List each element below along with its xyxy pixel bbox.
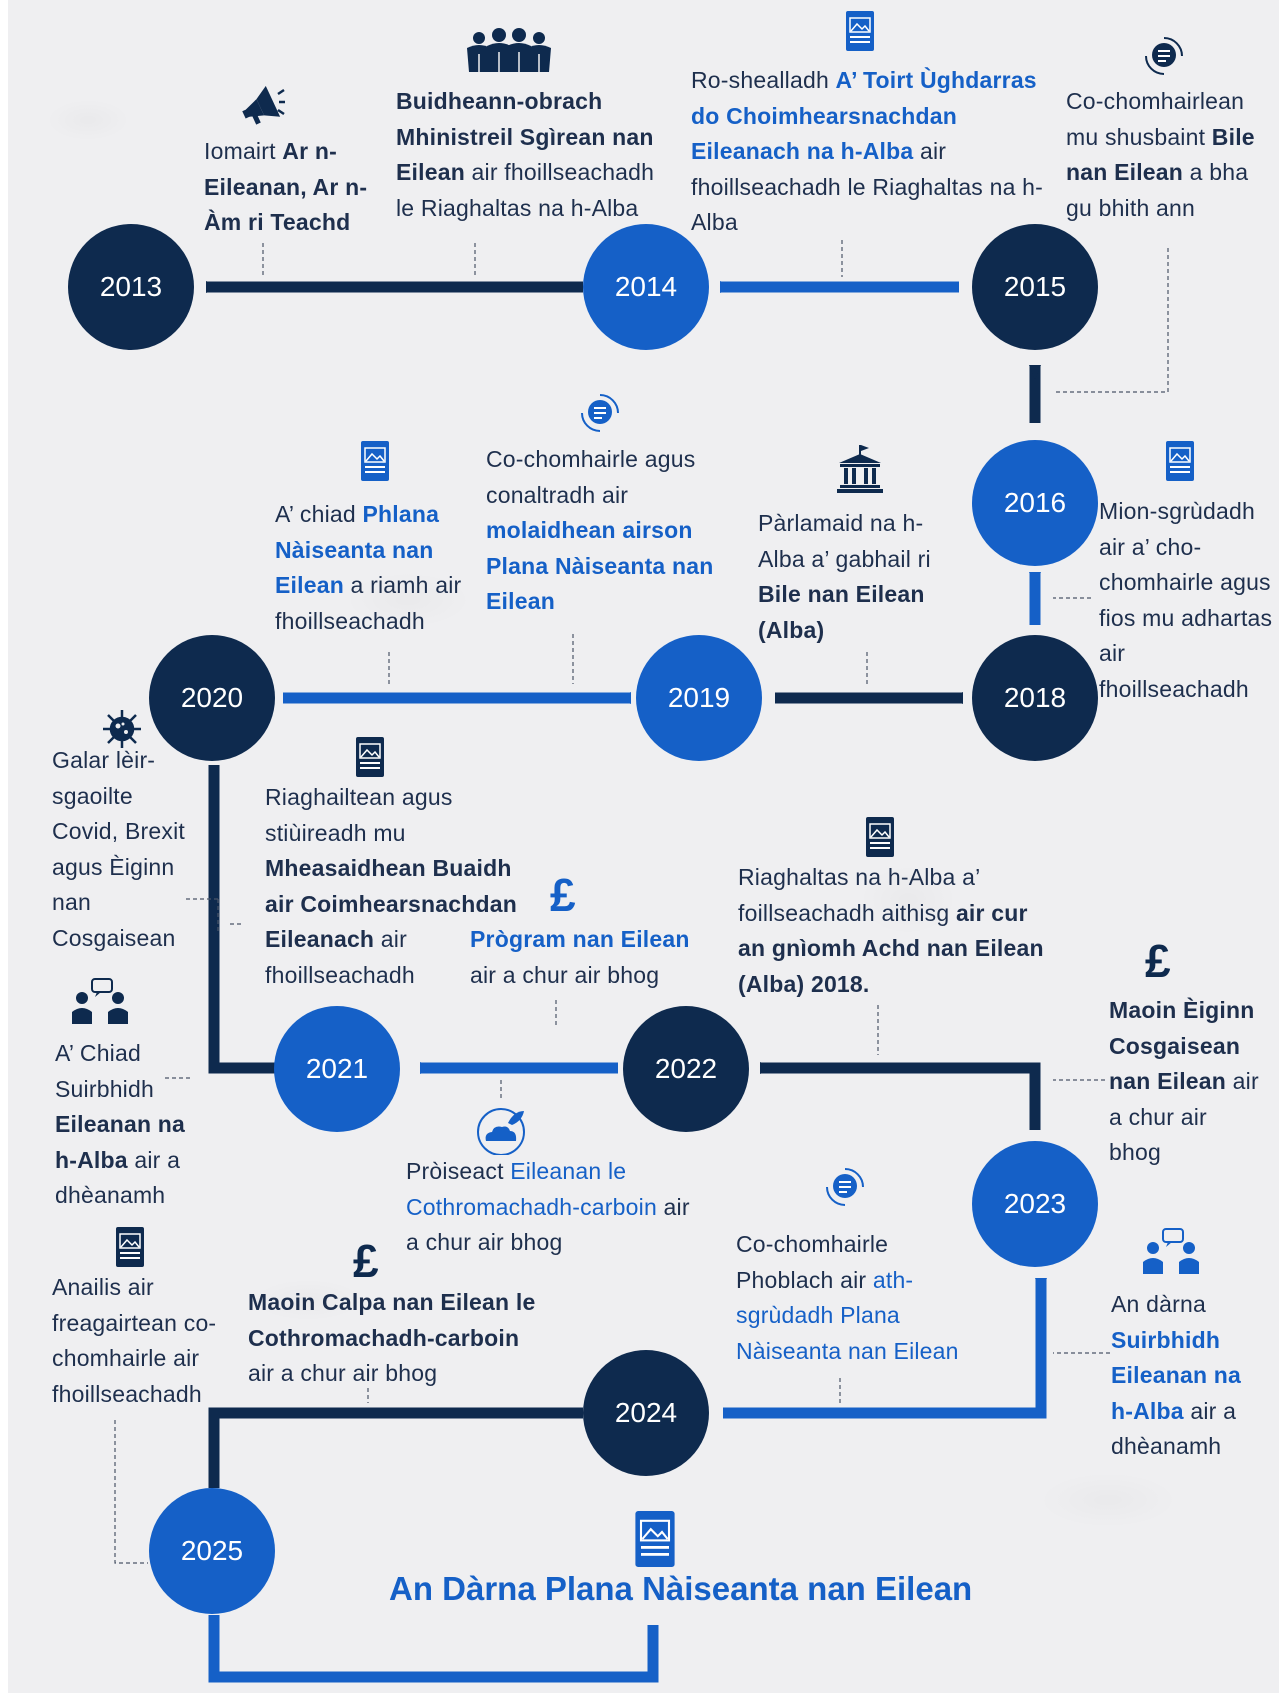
event-2020-first-plan-text: A’ chiad Phlana Nàiseanta nan Eilean a r…: [275, 501, 462, 634]
pound-sign-icon: £: [550, 869, 576, 921]
final-title: An Dàrna Plana Nàiseanta nan Eilean: [389, 1570, 973, 1607]
event-2023-second-survey-text: An dàrna Suirbhidh Eileanan na h-Alba ai…: [1111, 1291, 1242, 1459]
year-node-2013: 2013: [68, 224, 194, 350]
year-node-2019: 2019: [636, 635, 762, 761]
year-label: 2023: [1003, 1188, 1067, 1219]
year-node-2016: 2016: [972, 440, 1098, 566]
document-icon: [635, 1511, 675, 1567]
pound-sign-icon: £: [353, 1235, 379, 1287]
year-label: 2025: [180, 1535, 244, 1566]
document-icon: [356, 737, 384, 777]
year-label: 2019: [667, 682, 731, 713]
year-node-2014: 2014: [583, 224, 709, 350]
consultation-chat-icon: [581, 394, 619, 432]
year-label: 2013: [99, 271, 163, 302]
year-label: 2022: [654, 1053, 718, 1084]
event-2019-text: Co-chomhairle agus conaltradh air molaid…: [486, 446, 714, 614]
consultation-chat-icon: [1145, 37, 1183, 75]
document-icon: [866, 817, 894, 857]
year-node-2015: 2015: [972, 224, 1098, 350]
year-node-2023: 2023: [972, 1141, 1098, 1267]
year-node-2025: 2025: [149, 1488, 275, 1614]
event-2016-text: Mion-sgrùdadh air a’ cho-chomhairle agus…: [1099, 498, 1273, 702]
people-group-icon: [467, 28, 551, 72]
event-2024-analysis-text: Anailis air freagairtean co-chomhairle a…: [52, 1274, 217, 1407]
event-2014-prospectus-text: Ro-shealladh A’ Toirt Ùghdarras do Choim…: [691, 67, 1044, 235]
timeline-connectors: [114, 240, 1169, 1683]
survey-people-icon: [72, 978, 128, 1024]
document-icon: [846, 11, 874, 51]
year-label: 2018: [1003, 682, 1067, 713]
year-node-2024: 2024: [583, 1350, 709, 1476]
event-2018-text: Pàrlamaid na h-Alba a’ gabhail ri Bile n…: [758, 510, 931, 643]
event-2023-cost-crisis-fund-text: Maoin Èiginn Cosgaisean nan Eilean air a…: [1109, 997, 1259, 1165]
event-2022-text: Riaghaltas na h-Alba a’ foillseachadh ai…: [738, 864, 1044, 997]
event-2013-text: Iomairt Ar n-Eileanan, Ar n-Àm ri Teachd: [204, 138, 368, 235]
event-2024-capital-fund-text: Maoin Calpa nan Eilean le Cothromachadh-…: [248, 1289, 536, 1386]
year-label: 2016: [1003, 487, 1067, 518]
event-2024-public-consultation-text: Co-chomhairle Phoblach air ath-sgrùdadh …: [736, 1231, 959, 1364]
document-icon: [361, 441, 389, 481]
megaphone-icon: [242, 86, 285, 125]
pound-sign-icon: £: [1145, 935, 1171, 987]
survey-people-icon: [1143, 1228, 1199, 1274]
document-icon: [1166, 441, 1194, 481]
consultation-chat-icon: [826, 1168, 864, 1206]
event-2021-islands-programme-text: Prògram nan Eilean air a chur air bhog: [470, 926, 690, 988]
year-node-2018: 2018: [972, 635, 1098, 761]
year-label: 2014: [614, 271, 678, 302]
year-label: 2020: [180, 682, 244, 713]
event-2014-working-group-text: Buidheann-obrach Mhinistreil Sgìrean nan…: [396, 88, 655, 221]
event-2021-survey-text: A’ Chiad Suirbhidh Eileanan na h-Alba ai…: [55, 1040, 186, 1208]
virus-icon: [103, 710, 141, 748]
year-label: 2021: [305, 1053, 369, 1084]
event-2020-impact-assessment-text: Riaghailtean agus stiùireadh mu Mheasaid…: [265, 784, 517, 988]
year-label: 2015: [1003, 271, 1067, 302]
event-2015-text: Co-chomhairlean mu shusbaint Bile nan Ei…: [1066, 88, 1255, 221]
year-node-2021: 2021: [274, 1006, 400, 1132]
document-icon: [116, 1227, 144, 1267]
timeline-canvas: 2013 2014 2015 2016 2018 2019 2020 2021 …: [8, 0, 1279, 1693]
parliament-building-icon: [837, 445, 883, 493]
event-2020-covid-text: Galar lèir-sgaoilte Covid, Brexit agus È…: [52, 747, 185, 951]
year-label: 2024: [614, 1397, 678, 1428]
event-2021-carbon-neutral-text: Pròiseact Eileanan le Cothromachadh-carb…: [406, 1158, 690, 1255]
year-node-2022: 2022: [623, 1006, 749, 1132]
cloud-leaf-icon: [477, 1108, 525, 1155]
year-node-2020: 2020: [149, 635, 275, 761]
